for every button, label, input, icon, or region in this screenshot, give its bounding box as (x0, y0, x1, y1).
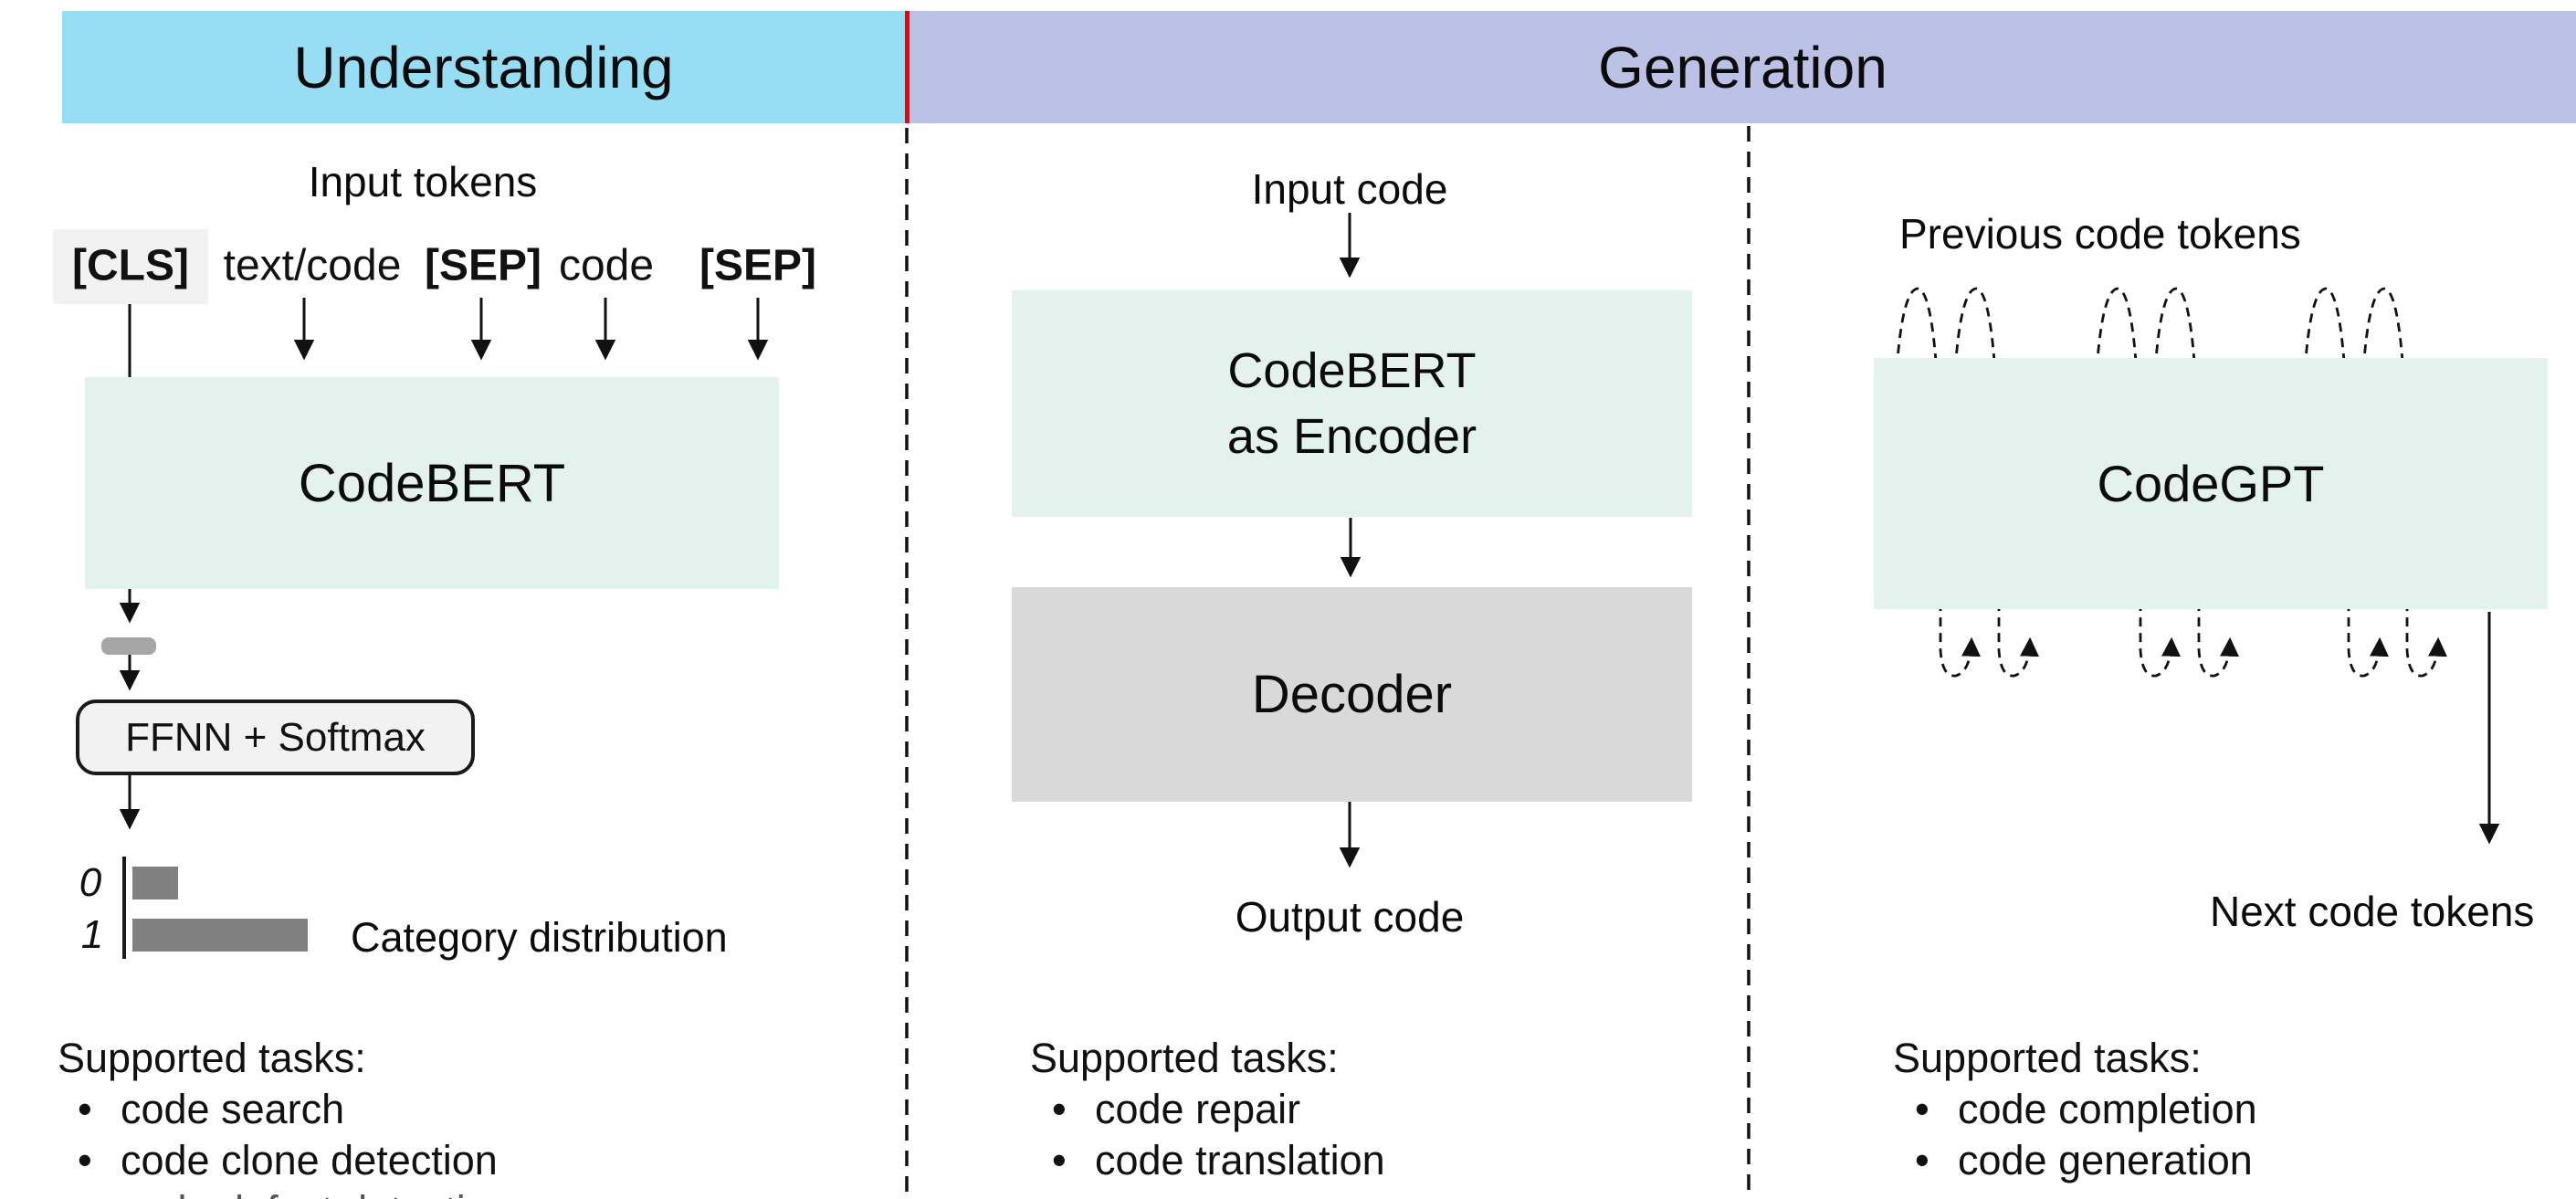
codegpt-box: CodeGPT (1874, 358, 2548, 609)
input-code-label: Input code (1251, 165, 1448, 213)
chart-bar-0 (132, 867, 178, 899)
task-label: code repair (1095, 1086, 1301, 1132)
task-label: code translation (1095, 1137, 1385, 1183)
cls-token-highlight (53, 229, 208, 304)
cls-embedding-connector (101, 637, 156, 655)
bullet-icon: • (1915, 1086, 1929, 1132)
token-sep-1: [SEP] (424, 241, 542, 290)
codegpt-box-label: CodeGPT (2097, 455, 2325, 512)
token-cls: [CLS] (72, 241, 189, 290)
task-label: code completion (1958, 1086, 2257, 1132)
task-label: code generation (1958, 1137, 2253, 1183)
chart-axis-line (122, 857, 126, 959)
task-item-code-repair: • code repair (1052, 1086, 1300, 1133)
token-text-code: text/code (223, 241, 402, 290)
chart-row-label-1: 1 (80, 912, 104, 957)
token-code: code (558, 241, 655, 290)
task-item-code-translation: • code translation (1052, 1137, 1385, 1184)
task-item-code-completion: • code completion (1915, 1086, 2257, 1133)
bullet-icon: • (78, 1086, 92, 1132)
understanding-header-label: Understanding (293, 34, 674, 100)
tasks-title-right: Supported tasks: (1893, 1035, 2202, 1081)
input-tokens-label: Input tokens (308, 158, 538, 205)
ffnn-softmax-label: FFNN + Softmax (125, 714, 426, 760)
header-red-divider (905, 11, 909, 123)
decoder-box: Decoder (1012, 587, 1692, 802)
codebert-box: CodeBERT (85, 377, 779, 589)
codebert-box-label: CodeBERT (298, 453, 566, 513)
generation-header: Generation (909, 11, 2576, 123)
task-label: code defect detection (121, 1187, 511, 1199)
ffnn-softmax-box: FFNN + Softmax (76, 699, 475, 775)
tasks-title-middle: Supported tasks: (1030, 1035, 1339, 1081)
next-code-tokens-label: Next code tokens (2210, 888, 2535, 935)
codebert-encoder-label-line1: CodeBERT (1227, 343, 1477, 398)
task-item-clipped: •code defect detection (78, 1187, 511, 1199)
generation-header-label: Generation (1598, 34, 1887, 100)
understanding-header: Understanding (62, 11, 905, 123)
chart-caption: Category distribution (351, 914, 728, 961)
task-label: code search (121, 1086, 345, 1132)
output-code-label: Output code (1235, 893, 1465, 941)
task-item-code-generation: • code generation (1915, 1137, 2253, 1184)
tasks-title-left: Supported tasks: (58, 1035, 366, 1081)
decoder-box-label: Decoder (1251, 665, 1453, 724)
chart-row-label-0: 0 (79, 860, 102, 905)
bullet-icon: • (1052, 1086, 1067, 1132)
task-item-code-clone-detection: • code clone detection (78, 1137, 498, 1184)
bullet-icon: • (78, 1187, 121, 1199)
task-label: code clone detection (121, 1137, 498, 1183)
codebert-encoder-box: CodeBERT as Encoder (1012, 290, 1692, 517)
token-sep-2: [SEP] (699, 241, 817, 290)
codebert-encoder-label-line2: as Encoder (1226, 409, 1477, 464)
bullet-icon: • (1052, 1137, 1067, 1183)
task-item-code-search: • code search (78, 1086, 344, 1133)
previous-code-tokens-label: Previous code tokens (1899, 210, 2301, 258)
bullet-icon: • (1915, 1137, 1929, 1183)
chart-bar-1 (132, 919, 308, 952)
bullet-icon: • (78, 1137, 92, 1183)
